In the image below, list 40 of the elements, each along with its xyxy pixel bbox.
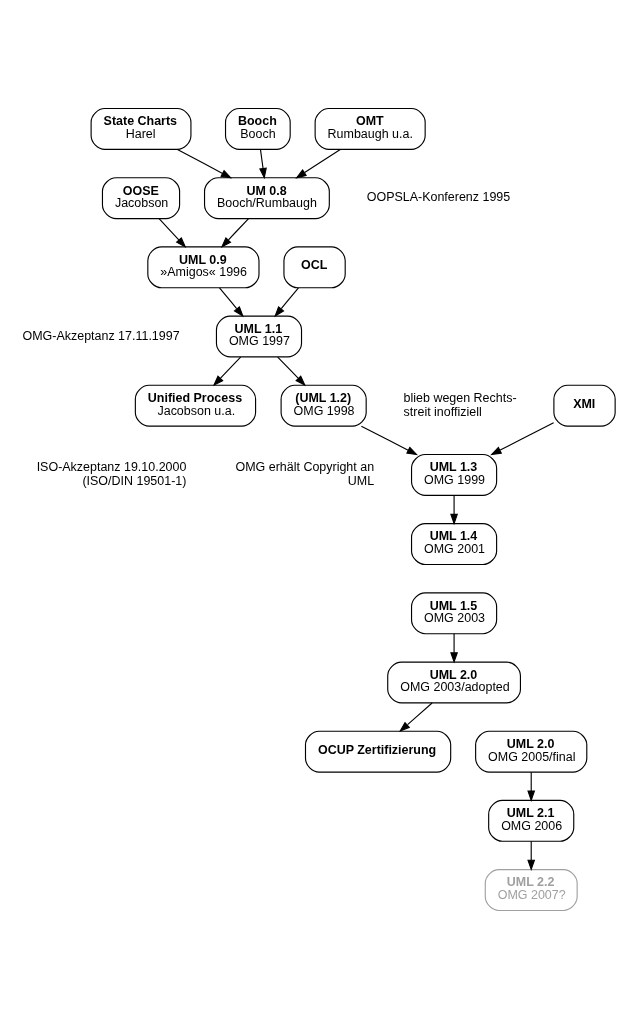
arrow [176,148,233,178]
node-box: UML 1.4 OMG 2001 [411,522,498,565]
node-box: XMI [553,384,616,427]
node-label: ISO-Akzeptanz 19.10.2000 (ISO/DIN 19501-1) [36,459,187,488]
node-box: UML 2.0 OMG 2003/adopted [387,661,521,703]
arrow [360,425,418,455]
node-label: OMG erhält Copyright an UML [235,459,375,488]
arrow [450,632,459,663]
node-box: UML 2.2 OMG 2007? [484,868,578,911]
node-box: UML 1.5 OMG 2003 [411,591,498,634]
node-box: UML 1.3 OMG 1999 [411,453,498,496]
node-label: blieb wegen Rechts- streit inoffiziell [403,390,517,419]
arrow [399,701,433,732]
arrow [274,286,300,317]
node-box: State Charts Harel [90,107,192,150]
node-box: Unified Process Jacobson u.a. [134,384,257,427]
arrow [490,421,555,455]
node-box: UM 0.8 Booch/Rumbaugh [203,176,330,219]
node-box: (UML 1.2) OMG 1998 [280,384,367,427]
node-box: OOSE Jacobson [101,176,181,219]
node-box: Booch Booch [224,107,291,150]
node-box: UML 1.1 OMG 1997 [215,315,303,357]
arrow [527,771,536,802]
node-label: OOPSLA-Konferenz 1995 [366,189,511,204]
node-box: OCL [283,245,346,288]
arrow [527,840,536,871]
node-box: OMT Rumbaugh u.a. [314,107,426,150]
arrow [158,217,187,248]
node-box: OCUP Zertifizierung [304,730,452,773]
arrow [277,355,306,386]
node-box: UML 2.0 OMG 2005/final [475,730,588,773]
node-box: UML 0.9 »Amigos« 1996 [147,245,260,288]
arrow [295,148,341,179]
arrow [220,217,250,248]
arrow [218,286,244,317]
arrow [259,148,267,179]
arrow [212,355,242,386]
node-box: UML 2.1 OMG 2006 [488,799,575,842]
arrow [450,494,459,525]
node-label: OMG-Akzeptanz 17.11.1997 [22,328,180,343]
